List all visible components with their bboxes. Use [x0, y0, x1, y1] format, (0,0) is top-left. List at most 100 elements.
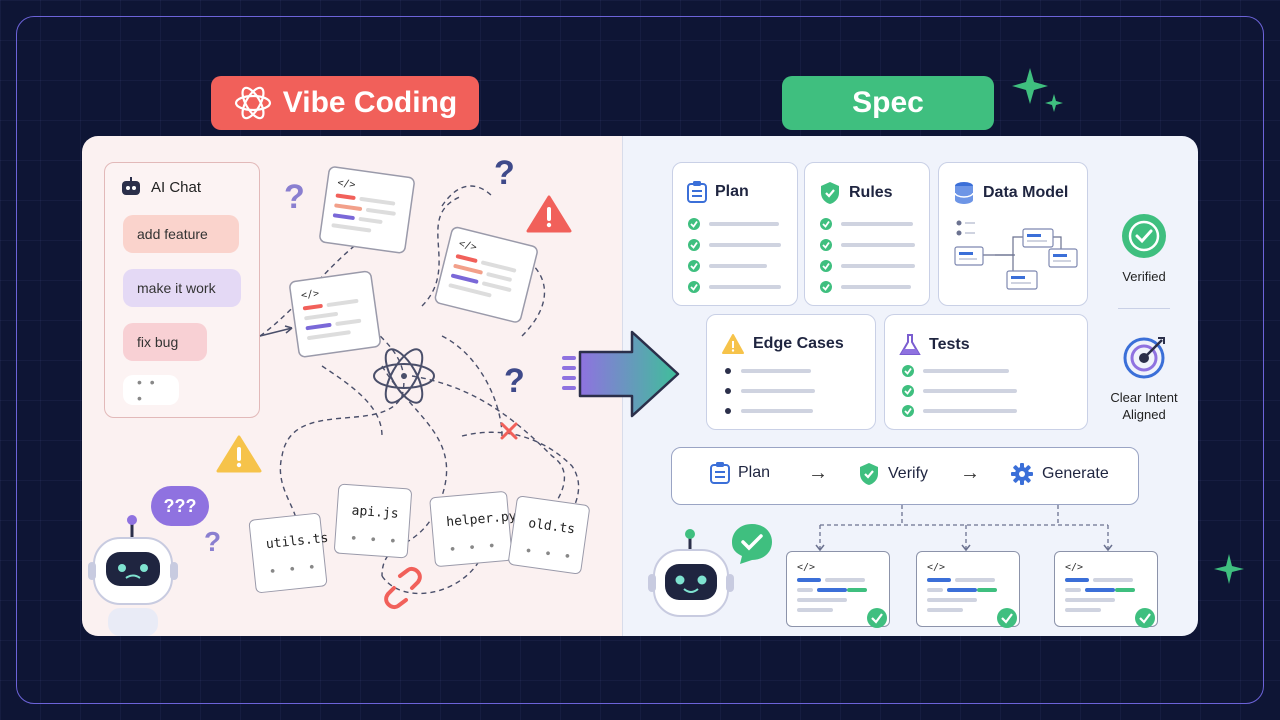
clear-intent-label: Clear Intent Aligned — [1100, 389, 1188, 423]
data-model-label: Data Model — [983, 184, 1069, 201]
atom-icon — [234, 86, 271, 120]
shield-check-icon — [821, 182, 839, 204]
flow-arrow: → — [808, 462, 828, 484]
rules-label: Rules — [849, 184, 893, 201]
rules-card: Rules — [804, 162, 930, 306]
sparkle-icon — [1214, 554, 1244, 584]
target-icon — [1123, 337, 1165, 379]
typing-indicator: • • • — [123, 374, 179, 406]
svg-text:</>: </> — [927, 562, 945, 573]
bullet-list — [725, 368, 815, 414]
checklist — [688, 218, 781, 293]
file-card: utils.ts • • • — [248, 512, 329, 594]
gear-icon — [1011, 463, 1033, 485]
edge-cases-label: Edge Cases — [753, 335, 844, 352]
clipboard-icon — [710, 462, 730, 484]
code-snippet-icon: </> — [1065, 562, 1155, 628]
transition-arrow — [562, 330, 680, 418]
flow-step-label: Generate — [1042, 465, 1109, 482]
vibe-coding-label: Vibe Coding — [282, 86, 458, 119]
warning-icon — [216, 435, 262, 473]
file-name: helper.py — [445, 509, 518, 531]
chat-title: AI Chat — [151, 178, 202, 196]
chat-message: make it work — [123, 269, 241, 307]
question-mark: ? — [204, 526, 222, 557]
code-snippet-icon: </> — [434, 226, 538, 323]
branch-connectors — [815, 505, 1113, 552]
check-speech-bubble-icon — [732, 524, 772, 564]
verified-label: Verified — [1122, 269, 1166, 284]
checklist — [820, 218, 915, 293]
data-model-card: Data Model — [938, 162, 1088, 306]
file-name: old.ts — [527, 516, 576, 538]
flow-step-label: Plan — [738, 464, 771, 481]
file-card: helper.py • • • — [429, 490, 517, 568]
warning-icon — [526, 195, 572, 233]
svg-text:</>: </> — [300, 288, 319, 301]
flask-icon — [899, 334, 921, 355]
tests-label: Tests — [929, 336, 970, 353]
happy-robot-icon — [648, 529, 734, 617]
error-x-icon — [500, 422, 518, 440]
flow-step-generate: Generate — [1010, 462, 1109, 486]
plan-label: Plan — [715, 183, 749, 200]
shield-check-icon — [860, 463, 878, 485]
data-model-title: Data Model — [953, 181, 1068, 205]
spec-label: Spec — [852, 86, 924, 119]
process-flow-bar: Plan → Verify → Generate — [671, 447, 1139, 505]
svg-text:</>: </> — [1065, 562, 1083, 573]
svg-text:</>: </> — [337, 178, 356, 191]
file-placeholder: • • • — [448, 538, 499, 558]
confused-speech-bubble: ??? — [151, 486, 209, 526]
tests-title: Tests — [899, 333, 970, 357]
clear-intent-line1: Clear Intent — [1110, 390, 1178, 405]
file-card: api.js • • • — [333, 483, 413, 559]
plan-card: Plan — [672, 162, 798, 306]
clipboard-icon — [687, 181, 707, 203]
broken-link-icon — [384, 567, 422, 609]
tests-card: Tests — [884, 314, 1088, 430]
warning-icon — [722, 334, 744, 354]
rules-title: Rules — [819, 181, 893, 205]
file-card: old.ts • • • — [507, 495, 591, 575]
generated-code-card: </> — [916, 551, 1020, 628]
file-name: api.js — [351, 503, 400, 522]
arrow-icon — [259, 325, 293, 337]
question-mark: ? — [494, 154, 515, 192]
file-placeholder: • • • — [523, 543, 575, 566]
flow-step-label: Verify — [888, 465, 929, 482]
spec-title: Spec — [782, 76, 994, 130]
outer-frame — [16, 16, 1264, 704]
flow-arrow: → — [960, 462, 980, 484]
database-icon — [954, 182, 974, 204]
file-placeholder: • • • — [349, 531, 400, 550]
flow-step-verify: Verify — [858, 462, 928, 486]
generated-code-card: </> — [786, 551, 890, 628]
chat-header: AI Chat — [119, 177, 201, 197]
question-mark: ? — [284, 178, 305, 216]
code-snippet-icon: </> — [289, 270, 381, 358]
edge-cases-card: Edge Cases — [706, 314, 876, 430]
svg-text:</>: </> — [458, 238, 478, 253]
chat-message: add feature — [123, 215, 239, 253]
file-placeholder: • • • — [268, 560, 319, 581]
generated-code-card: </> — [1054, 551, 1158, 628]
sparkle-icon — [1012, 68, 1063, 112]
edge-cases-title: Edge Cases — [721, 333, 844, 355]
data-model-diagram — [954, 220, 1078, 290]
code-snippet-icon: </> — [797, 562, 887, 628]
clear-intent-line2: Aligned — [1122, 407, 1166, 422]
svg-text:</>: </> — [797, 562, 815, 573]
chat-message: fix bug — [123, 323, 207, 361]
robot-icon — [122, 177, 140, 195]
ai-chat-panel: AI Chat add feature make it work fix bug… — [104, 162, 260, 418]
plan-title: Plan — [687, 181, 749, 203]
checklist — [902, 365, 1017, 417]
divider — [1118, 308, 1170, 309]
code-snippet-icon: </> — [927, 562, 1017, 628]
verified-check-icon — [1122, 214, 1166, 258]
vibe-coding-title: Vibe Coding — [211, 76, 479, 130]
question-mark: ? — [504, 362, 525, 400]
confused-robot-icon — [88, 515, 178, 636]
flow-step-plan: Plan — [710, 462, 770, 484]
